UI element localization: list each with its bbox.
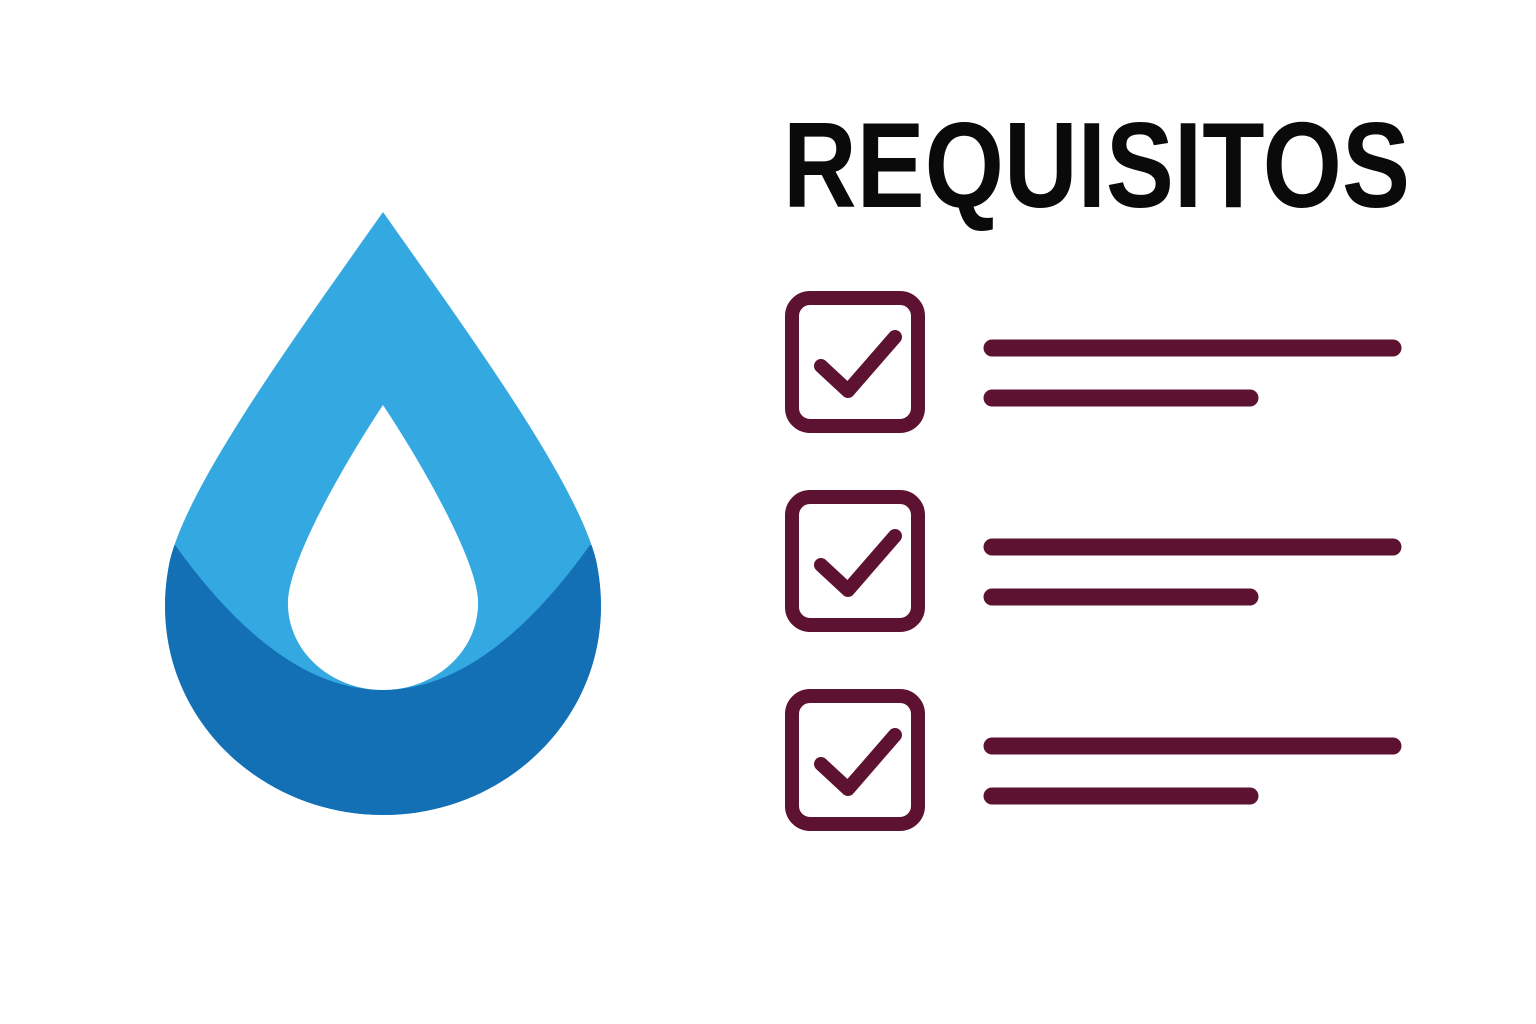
checkbox-frame	[785, 689, 925, 831]
checklist-item	[785, 291, 1402, 433]
checkmark-icon	[814, 330, 902, 398]
water-drop-icon	[165, 212, 601, 815]
checkbox-icon	[785, 490, 925, 632]
checklist-item	[785, 689, 1402, 831]
title-text: REQUISITOS	[783, 97, 1410, 233]
checkbox-frame	[785, 490, 925, 632]
checkmark-icon	[814, 529, 902, 597]
checklist	[785, 291, 1402, 831]
checkbox-frame	[785, 291, 925, 433]
drop-inner-highlight	[287, 405, 479, 690]
drop-lower-dark	[165, 545, 601, 815]
checkmark-icon	[814, 728, 902, 796]
checklist-item	[785, 490, 1402, 632]
checkbox-icon	[785, 291, 925, 433]
checkbox-icon	[785, 689, 925, 831]
